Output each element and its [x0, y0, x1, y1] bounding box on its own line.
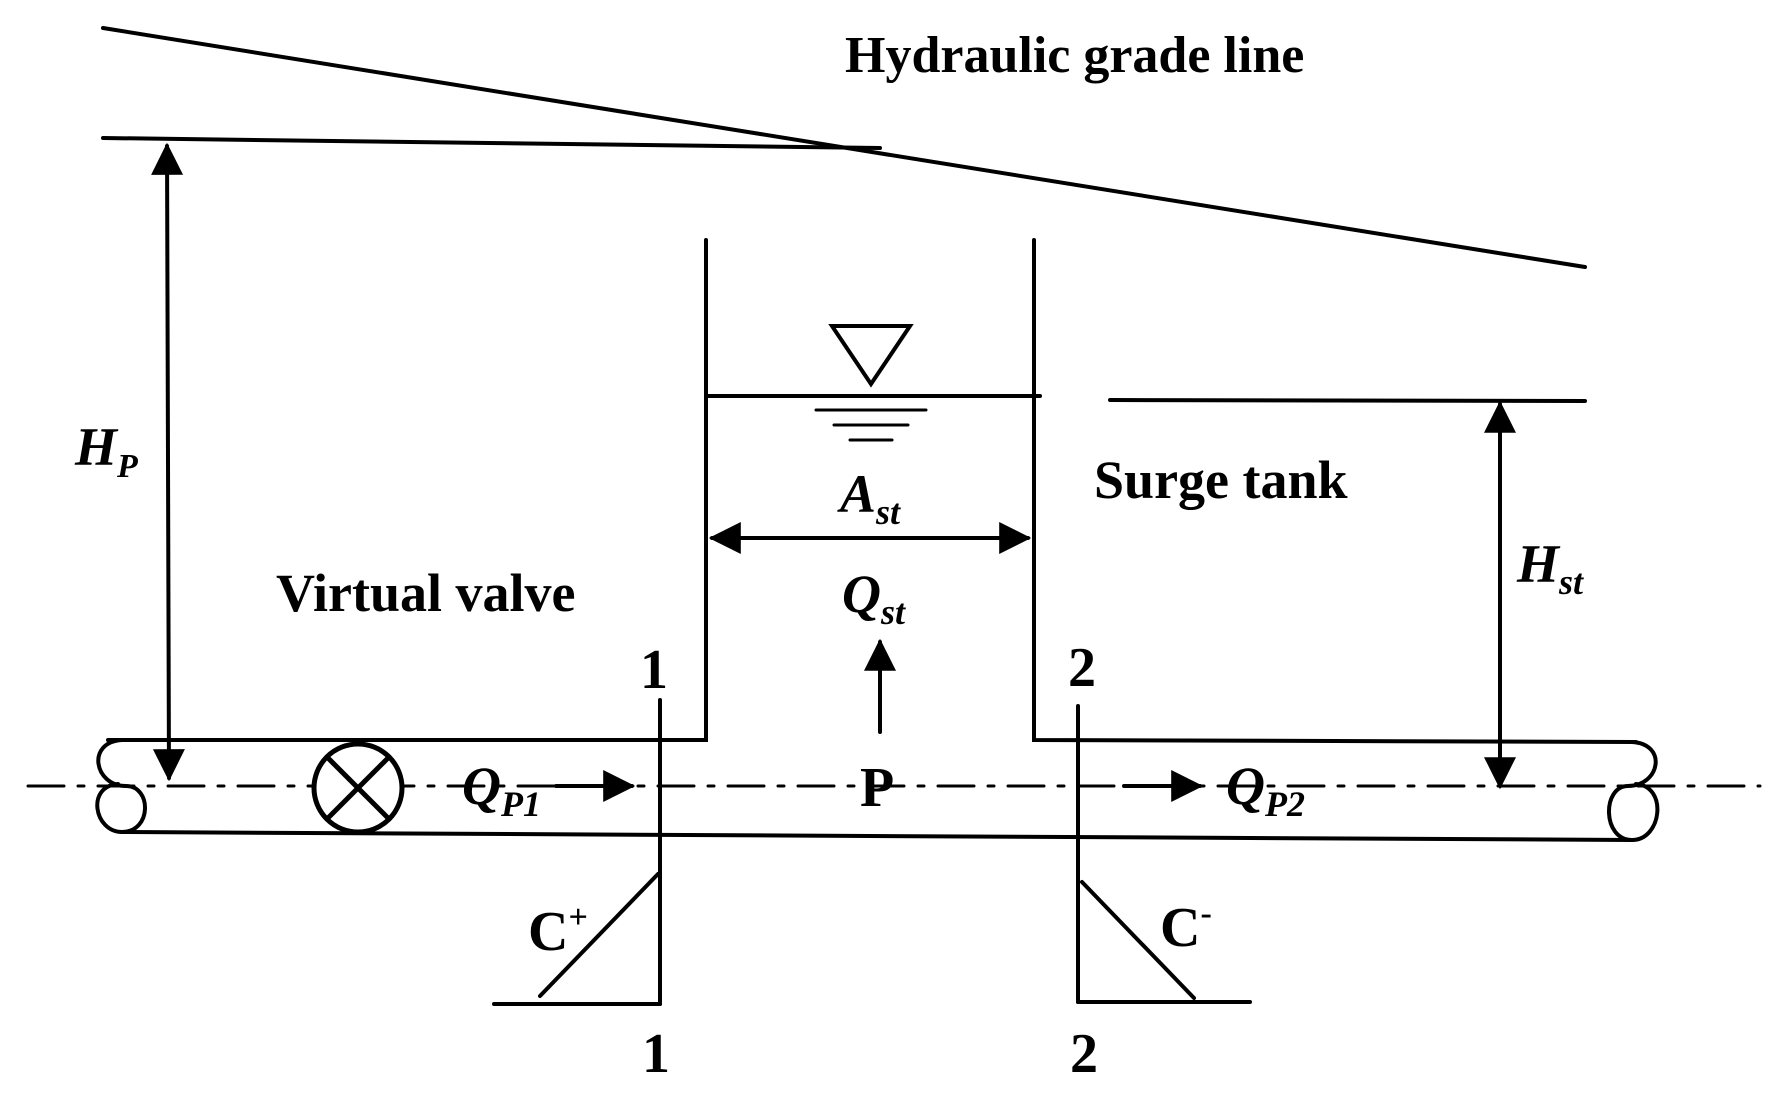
surge-tank-label: Surge tank [1094, 450, 1348, 510]
node-p-label: P [860, 757, 894, 819]
ast-symbol: Ast [837, 464, 901, 532]
hst-symbol: Hst [1516, 534, 1584, 602]
c-minus-label: C- [1160, 895, 1212, 959]
section-1-bottom-label: 1 [642, 1023, 670, 1085]
section-2-top-label: 2 [1068, 637, 1096, 699]
section-2 [1076, 704, 1252, 1004]
hgl-label: Hydraulic grade line [845, 27, 1304, 84]
surge-tank [106, 238, 1638, 744]
section-1 [492, 698, 662, 1006]
hst-reference-line [1108, 398, 1587, 403]
hgl-head-line [101, 136, 882, 150]
section-1-top-label: 1 [640, 639, 668, 701]
c-plus-label: C+ [528, 899, 588, 963]
section-2-bottom-label: 2 [1070, 1023, 1098, 1085]
tank-left-wall [106, 238, 708, 742]
qst-symbol: Qst [842, 564, 906, 632]
pipe-break-icon [95, 738, 147, 835]
pipe-break-icon [1607, 740, 1660, 843]
tank-right-wall [1032, 238, 1638, 744]
c-plus-characteristic-line [538, 872, 660, 998]
qp1-symbol: QP1 [462, 756, 541, 824]
pipe-bottom-wall [120, 830, 1634, 842]
hydraulic-grade-line [101, 26, 1587, 269]
virtual-valve-label: Virtual valve [276, 563, 575, 623]
c-minus-characteristic-line [1080, 880, 1196, 1000]
hp-symbol: HP [74, 417, 138, 485]
water-level-triangle-icon [814, 324, 928, 442]
qp2-symbol: QP2 [1226, 756, 1305, 824]
valve-cross-circle-icon [311, 741, 405, 835]
hp-dimension-arrow [151, 142, 185, 782]
